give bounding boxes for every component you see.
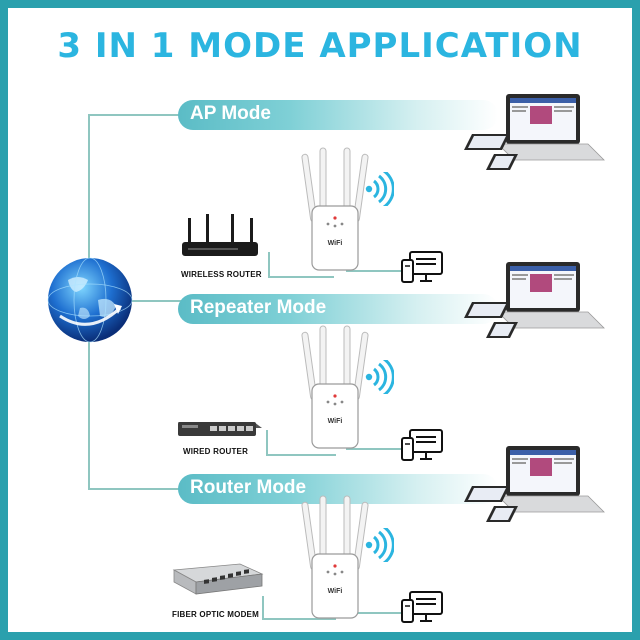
mode-bar-repeater: Repeater Mode [178, 294, 498, 324]
computer-icon [401, 251, 443, 283]
mode-label: Repeater Mode [190, 297, 327, 318]
extender-brand-text: WiFi [328, 588, 343, 595]
computer-icon [401, 429, 443, 461]
device-label: FIBER OPTIC MODEM [172, 610, 259, 619]
computer-icon [401, 591, 443, 623]
extender-icon: WiFi [301, 325, 369, 449]
globe-icon [47, 257, 133, 343]
device-label: WIRED ROUTER [183, 447, 249, 456]
connector-line [132, 300, 184, 302]
phone-icon [486, 506, 518, 522]
mode-label: Router Mode [190, 477, 307, 498]
mode-label: AP Mode [190, 103, 271, 124]
connector-line [268, 276, 334, 278]
connector-line [346, 612, 404, 614]
tablet-icon [464, 302, 510, 318]
router-icon [182, 214, 258, 256]
wifi-signal-icon [365, 360, 394, 394]
connector-line [268, 252, 270, 278]
laptop-icon [497, 446, 605, 513]
connector-line [262, 596, 264, 620]
connector-line [262, 618, 336, 620]
extender-icon: WiFi [301, 495, 369, 619]
tablet-icon [464, 134, 510, 150]
phone-icon [486, 322, 518, 338]
extender-brand-text: WiFi [328, 418, 343, 425]
connector-line [346, 448, 404, 450]
modem-icon [172, 563, 264, 595]
device-label: WIRELESS ROUTER [181, 270, 262, 279]
wifi-signal-icon [365, 172, 394, 206]
mode-bar-router: Router Mode [178, 474, 498, 504]
connector-line [88, 114, 184, 116]
tablet-icon [464, 486, 510, 502]
laptop-icon [497, 94, 605, 161]
wired-router-icon [178, 422, 262, 436]
connector-line [88, 488, 184, 490]
phone-icon [486, 154, 518, 170]
connector-line [266, 454, 336, 456]
page-title: 3 IN 1 MODE APPLICATION [57, 26, 583, 66]
extender-icon: WiFi [301, 147, 369, 271]
wifi-signal-icon [365, 528, 394, 562]
extender-brand-text: WiFi [328, 240, 343, 247]
mode-bar-ap: AP Mode [178, 100, 498, 130]
laptop-icon [497, 262, 605, 329]
connector-line [266, 430, 268, 456]
connector-line [346, 270, 404, 272]
